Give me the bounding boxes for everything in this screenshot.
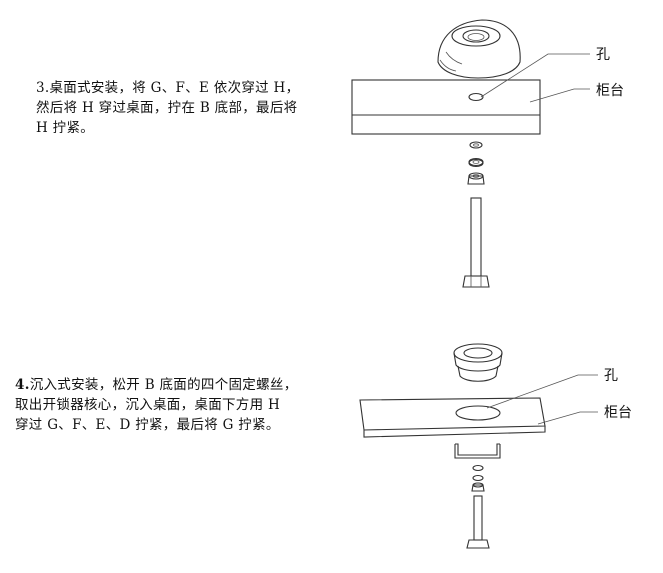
washer-e-top [468, 157, 484, 168]
bolt-h-top [462, 197, 490, 288]
step4-instructions: 4.沉入式安装，松开 B 底面的四个固定螺丝， 取出开锁器核心，沉入桌面，桌面下… [15, 375, 298, 435]
label-cabinet-top: 柜台 [596, 83, 624, 99]
bolt-h-bottom [466, 495, 490, 549]
bracket-d [454, 443, 501, 459]
cabinet-board-top [351, 79, 541, 135]
label-hole-bottom: 孔 [604, 368, 618, 384]
nut-g-bottom [471, 482, 485, 492]
label-hole-top: 孔 [596, 47, 610, 63]
step3-line-1: 3.桌面式安装，将 G、F、E 依次穿过 H， [36, 80, 300, 96]
lock-core-ring [453, 343, 503, 382]
dome-lock-body [437, 19, 521, 79]
leader-lines-top [480, 53, 590, 103]
step4-line-1: 4.沉入式安装，松开 B 底面的四个固定螺丝， [15, 375, 298, 395]
nut-g-top [467, 172, 485, 185]
washer-f-bottom [472, 464, 484, 472]
cabinet-board-bottom [359, 397, 546, 438]
washer-e-bottom [472, 474, 484, 482]
step4-line-3: 穿过 G、F、E、D 拧紧，最后将 G 拧紧。 [15, 417, 280, 433]
washer-f-top [469, 141, 483, 149]
label-cabinet-bottom: 柜台 [604, 405, 632, 421]
step3-line-2: 然后将 H 穿过桌面，拧在 B 底部，最后将 [36, 100, 298, 116]
step4-line-2: 取出开锁器核心，沉入桌面，桌面下方用 H [15, 397, 281, 413]
step3-instructions: 3.桌面式安装，将 G、F、E 依次穿过 H， 然后将 H 穿过桌面，拧在 B … [36, 78, 299, 138]
step4-number: 4. [15, 377, 30, 393]
step4-line-1-text: 沉入式安装，松开 B 底面的四个固定螺丝， [29, 377, 298, 393]
leader-lines-bottom [486, 374, 598, 425]
step3-line-3: H 拧紧。 [36, 120, 95, 136]
